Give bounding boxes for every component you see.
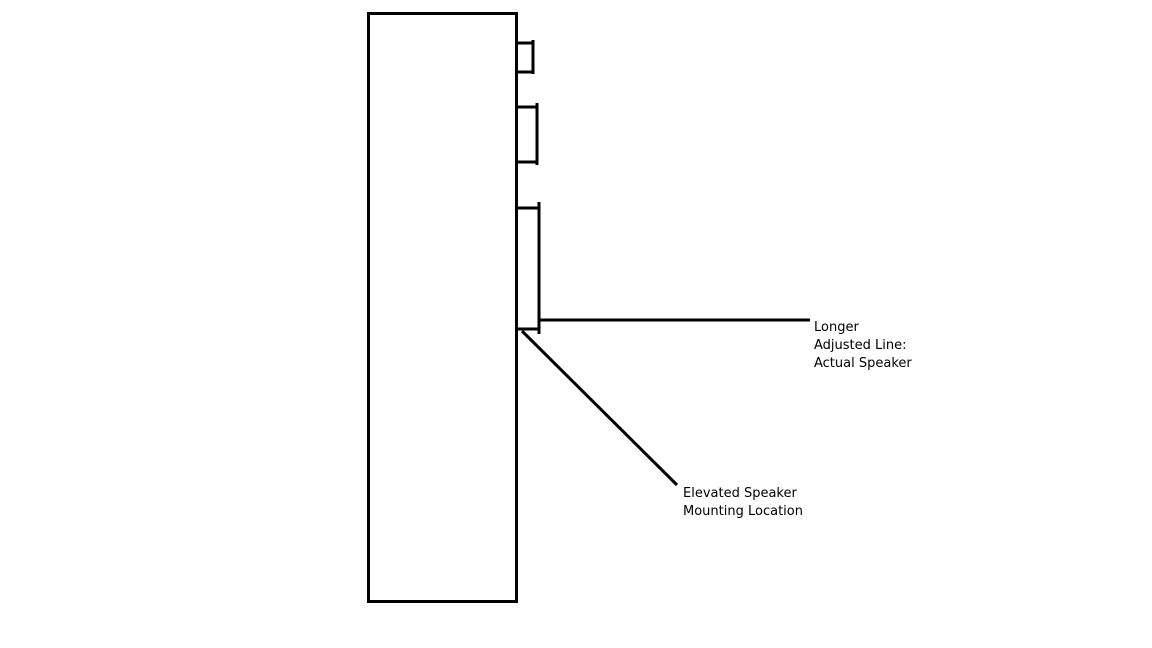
leader-line-elevated-mount bbox=[520, 329, 679, 487]
label-elevated-mount-line2: Mounting Location bbox=[683, 504, 803, 519]
bracket-medium bbox=[517, 103, 539, 165]
label-actual-speaker-line2: Adjusted Line: bbox=[814, 338, 907, 353]
wall-panel bbox=[367, 12, 518, 603]
bracket-tall bbox=[517, 202, 541, 334]
label-elevated-mount: Elevated Speaker Mounting Location bbox=[683, 485, 803, 521]
label-actual-speaker-line1: Longer bbox=[814, 320, 859, 335]
label-elevated-mount-line1: Elevated Speaker bbox=[683, 486, 797, 501]
bracket-small bbox=[517, 40, 535, 74]
label-actual-speaker: Longer Adjusted Line: Actual Speaker bbox=[814, 319, 912, 373]
label-actual-speaker-line3: Actual Speaker bbox=[814, 356, 912, 371]
